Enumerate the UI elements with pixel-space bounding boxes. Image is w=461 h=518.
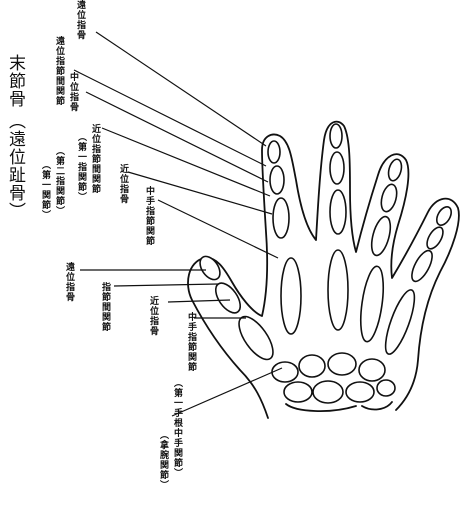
carpal-bone-8 bbox=[377, 380, 395, 396]
carpal-bone-5 bbox=[284, 382, 312, 402]
leader-middle bbox=[86, 92, 268, 182]
index-proximal-bone bbox=[273, 198, 289, 238]
label-big-title-alt: （遠位趾骨） bbox=[6, 112, 23, 220]
label-pip-joint-alt: （第一指関節） bbox=[76, 132, 85, 202]
label-thumb-proximal-phalanx: 近位指骨 bbox=[148, 296, 157, 336]
middle-middle-bone bbox=[330, 152, 344, 184]
label-dip-joint: 遠位指節間関節 bbox=[54, 36, 63, 106]
leader-dip bbox=[74, 70, 266, 166]
middle-proximal-bone bbox=[330, 190, 346, 234]
label-thumb-cmc-joint: （第一手根中手関節） bbox=[172, 378, 181, 478]
carpal-bone-2 bbox=[299, 355, 325, 377]
forearm-bones bbox=[286, 402, 392, 411]
carpal-bone-1 bbox=[272, 362, 298, 382]
carpal-bone-4 bbox=[359, 359, 385, 381]
little-proximal-bone bbox=[408, 248, 436, 285]
thumb-metacarpal-bone bbox=[233, 311, 280, 365]
index-metacarpal-bone bbox=[281, 258, 301, 334]
carpal-bone-6 bbox=[313, 381, 343, 403]
label-dip-joint-alt2: （第一関節） bbox=[40, 160, 49, 220]
label-thumb-mcp-joint: 中手指節関節 bbox=[186, 312, 195, 372]
little-distal-bone bbox=[434, 204, 454, 227]
label-dip-joint-alt: （第二指関節） bbox=[54, 146, 63, 216]
ring-metacarpal-bone bbox=[357, 265, 387, 343]
label-thumb-cmc-alt: （拿腕関節） bbox=[158, 430, 167, 490]
label-top-distal-phalanx: 遠位指骨 bbox=[75, 0, 84, 40]
middle-distal-bone bbox=[330, 124, 342, 148]
label-proximal-phalanx: 近位指骨 bbox=[118, 164, 127, 204]
label-thumb-ip-joint: 指節間関節 bbox=[100, 282, 109, 332]
label-middle-phalanx: 中位指骨 bbox=[68, 72, 77, 112]
label-big-title: 末節骨 bbox=[6, 54, 23, 108]
leader-top-distal bbox=[96, 32, 266, 146]
index-distal-bone bbox=[268, 141, 280, 163]
thumb-proximal-bone bbox=[211, 279, 245, 317]
leader-mcp bbox=[158, 200, 278, 258]
label-mcp-joint: 中手指節関節 bbox=[144, 186, 153, 246]
little-middle-bone bbox=[424, 225, 446, 252]
ring-proximal-bone bbox=[368, 215, 394, 258]
ring-distal-bone bbox=[386, 158, 403, 182]
carpal-bone-7 bbox=[346, 382, 374, 402]
thumb-distal-bone bbox=[196, 253, 224, 283]
middle-metacarpal-bone bbox=[328, 250, 348, 330]
label-pip-joint: 近位指節間関節 bbox=[90, 124, 99, 194]
ring-middle-bone bbox=[379, 183, 400, 214]
index-middle-bone bbox=[270, 166, 284, 194]
little-metacarpal-bone bbox=[380, 287, 420, 357]
leader-thumb-ip bbox=[114, 284, 218, 286]
carpal-bone-3 bbox=[328, 353, 356, 375]
label-thumb-distal-phalanx: 遠位指骨 bbox=[64, 262, 73, 302]
